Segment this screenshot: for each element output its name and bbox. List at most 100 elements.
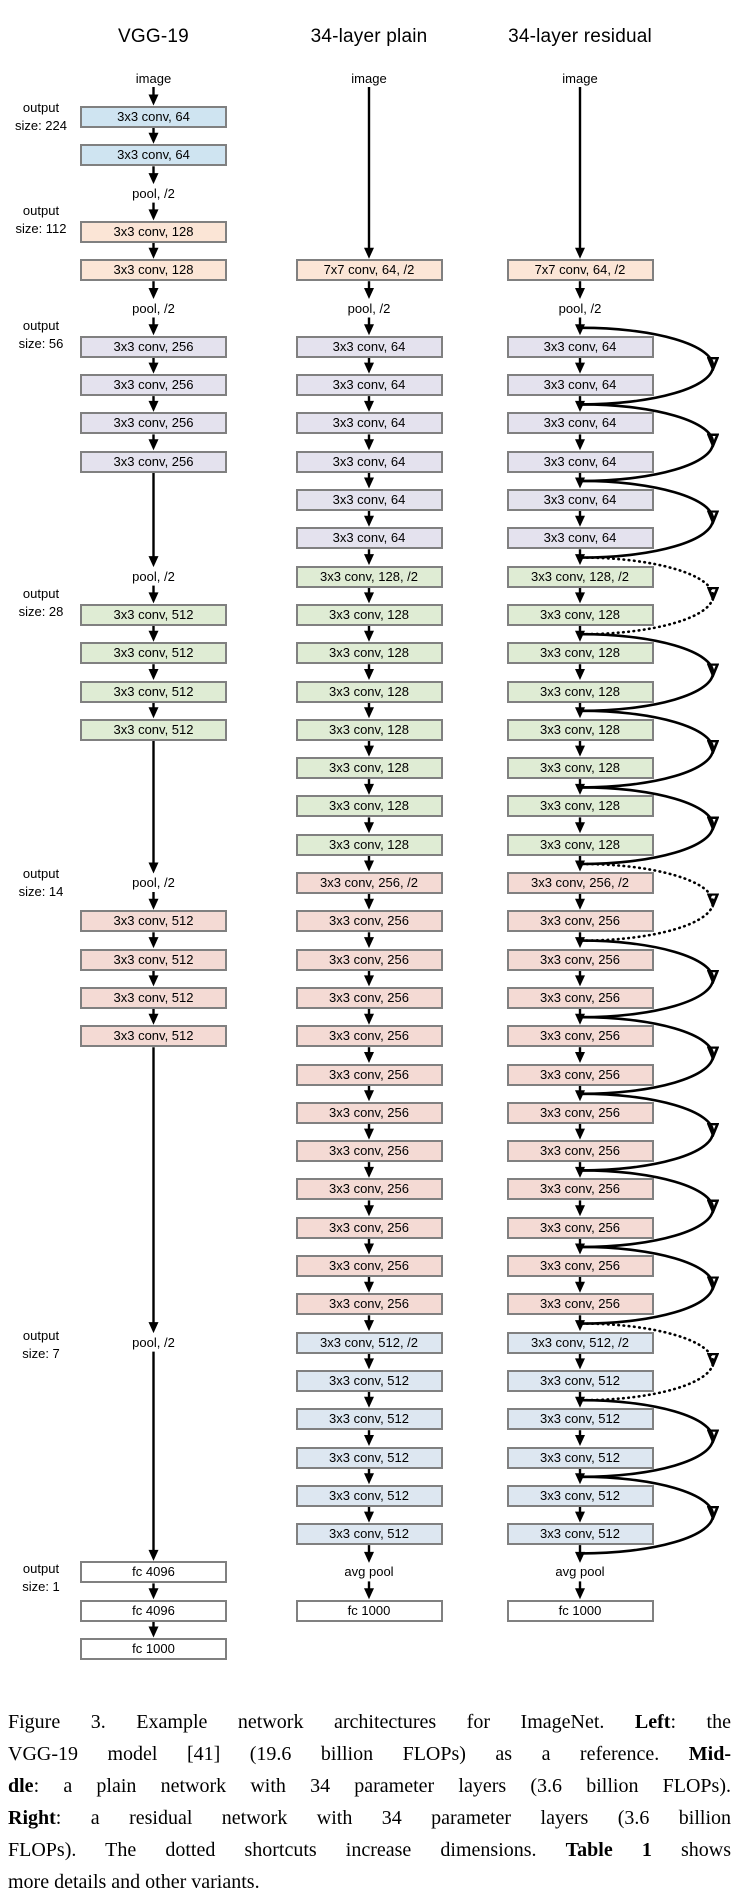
layer-box: 3x3 conv, 128 <box>506 718 654 741</box>
layer-box: 3x3 conv, 128 <box>506 642 654 665</box>
layer-box: 3x3 conv, 512 <box>295 1523 443 1546</box>
layer-box: 3x3 conv, 512 <box>506 1446 654 1469</box>
layer-box: 3x3 conv, 256 <box>295 1101 443 1124</box>
layer-box: 3x3 conv, 512 <box>295 1369 443 1392</box>
input-label-plain34: image <box>351 71 387 86</box>
layer-box: 3x3 conv, 512 <box>80 948 227 971</box>
layer-box: 3x3 conv, 256 <box>295 1063 443 1086</box>
layer-box: 3x3 conv, 64 <box>295 335 443 358</box>
layer-box: 3x3 conv, 128 <box>506 833 654 856</box>
layer-box: 3x3 conv, 128 <box>506 757 654 780</box>
layer-box: 3x3 conv, 256 <box>295 1140 443 1163</box>
layer-box: 3x3 conv, 256 <box>295 948 443 971</box>
layer-box: 3x3 conv, 128 <box>506 680 654 703</box>
layer-box: 3x3 conv, 64 <box>80 106 227 128</box>
shortcut-arc-solid <box>581 1245 713 1325</box>
layer-box: 3x3 conv, 256 <box>506 948 654 971</box>
input-label-vgg19: image <box>135 71 172 86</box>
layer-box: 3x3 conv, 128 <box>295 795 443 818</box>
layer-box: 3x3 conv, 64 <box>295 412 443 435</box>
layer-box: 3x3 conv, 64 <box>506 412 654 435</box>
pool-label: pool, /2 <box>132 1334 175 1350</box>
layer-box: 3x3 conv, 512, /2 <box>295 1331 443 1354</box>
layer-box: 3x3 conv, 256 <box>295 1178 443 1201</box>
layer-box: 3x3 conv, 64 <box>506 450 654 473</box>
caption-line: more details and other variants. <box>8 1871 260 1893</box>
layer-box: 7x7 conv, 64, /2 <box>506 259 654 282</box>
connector-layer <box>148 87 738 1638</box>
column-title-vgg19: VGG-19 <box>118 26 189 47</box>
layer-box: 3x3 conv, 128, /2 <box>506 565 654 588</box>
shortcut-arc-solid <box>581 1398 713 1479</box>
layer-box: 3x3 conv, 512 <box>506 1408 654 1431</box>
layer-box: 3x3 conv, 256 <box>80 374 227 397</box>
layer-box: fc 1000 <box>295 1599 443 1622</box>
layer-box: 3x3 conv, 64 <box>506 335 654 358</box>
layer-box: 3x3 conv, 256 <box>80 450 227 473</box>
column-title-plain34: 34-layer plain <box>310 26 428 47</box>
layer-box: 3x3 conv, 64 <box>295 450 443 473</box>
shortcut-arc-solid <box>581 1092 713 1172</box>
flow-arrows-vgg19 <box>148 87 159 1638</box>
layer-box: 3x3 conv, 128 <box>295 603 443 626</box>
layer-box: 3x3 conv, 256 <box>506 986 654 1009</box>
column-title-residual34: 34-layer residual <box>508 26 652 47</box>
layer-box: 3x3 conv, 64 <box>506 527 654 550</box>
pool-label: pool, /2 <box>132 185 175 201</box>
shortcut-arc-solid <box>581 403 713 483</box>
layer-box: 3x3 conv, 128 <box>295 833 443 856</box>
layer-box: 3x3 conv, 512 <box>295 1446 443 1469</box>
layer-box: 3x3 conv, 64 <box>506 489 654 511</box>
architecture-diagram: VGG-19 image 3x3 conv, 64 3x3 conv, 64 pool,… <box>14 26 738 1660</box>
layer-box: 3x3 conv, 128 <box>80 259 227 282</box>
layer-box: fc 1000 <box>506 1599 654 1622</box>
layer-box: 3x3 conv, 64 <box>506 374 654 397</box>
pool-label: pool, /2 <box>558 300 602 316</box>
layer-box: 3x3 conv, 128 <box>295 642 443 665</box>
pool-label: pool, /2 <box>132 875 175 890</box>
layer-box: 3x3 conv, 256 <box>295 1255 443 1277</box>
layer-box: fc 4096 <box>80 1599 227 1622</box>
layer-box: 3x3 conv, 256 <box>506 1216 654 1239</box>
layer-box: 3x3 conv, 128 <box>295 757 443 780</box>
layer-box: fc 4096 <box>80 1561 227 1584</box>
layer-box: 3x3 conv, 128 <box>506 603 654 626</box>
pool-label: avg pool <box>555 1564 605 1580</box>
layer-box: 3x3 conv, 256, /2 <box>295 872 443 894</box>
shortcut-arc-solid <box>581 1475 713 1555</box>
layer-box: 3x3 conv, 256, /2 <box>506 872 654 894</box>
layer-box: 3x3 conv, 512 <box>506 1369 654 1392</box>
pool-label: pool, /2 <box>132 568 175 584</box>
layer-box: 3x3 conv, 256 <box>506 1140 654 1163</box>
layer-box: 3x3 conv, 256 <box>506 1178 654 1201</box>
shortcut-arc-dashed <box>580 1322 713 1402</box>
layer-box: 3x3 conv, 512 <box>80 910 227 933</box>
layer-box: 3x3 conv, 128 <box>295 680 443 703</box>
layer-box: 3x3 conv, 256 <box>295 910 443 933</box>
caption-line: Figure 3. Example network architectures … <box>8 1711 731 1733</box>
layer-box: 3x3 conv, 128 <box>506 795 654 818</box>
layer-box: fc 1000 <box>80 1638 227 1660</box>
shortcut-arc-solid <box>581 326 713 406</box>
layer-box: 3x3 conv, 512 <box>295 1484 443 1507</box>
layer-box: 3x3 conv, 256 <box>295 1293 443 1316</box>
shortcut-arc-solid <box>581 479 713 559</box>
layer-box: 3x3 conv, 256 <box>506 1255 654 1277</box>
layer-box: 3x3 conv, 256 <box>80 335 227 358</box>
layer-box: 3x3 conv, 64 <box>295 374 443 397</box>
flow-arrows-plain34 <box>364 87 374 1600</box>
layer-box: 3x3 conv, 512 <box>506 1523 654 1546</box>
layer-box: 3x3 conv, 512 <box>80 1025 227 1048</box>
layer-box: 3x3 conv, 128 <box>80 220 227 243</box>
layer-box: 3x3 conv, 128 <box>295 718 443 741</box>
layer-box: 3x3 conv, 512 <box>80 718 227 741</box>
layer-box: 3x3 conv, 512 <box>295 1408 443 1431</box>
pool-label: pool, /2 <box>347 300 391 316</box>
layer-box: 3x3 conv, 256 <box>295 986 443 1009</box>
